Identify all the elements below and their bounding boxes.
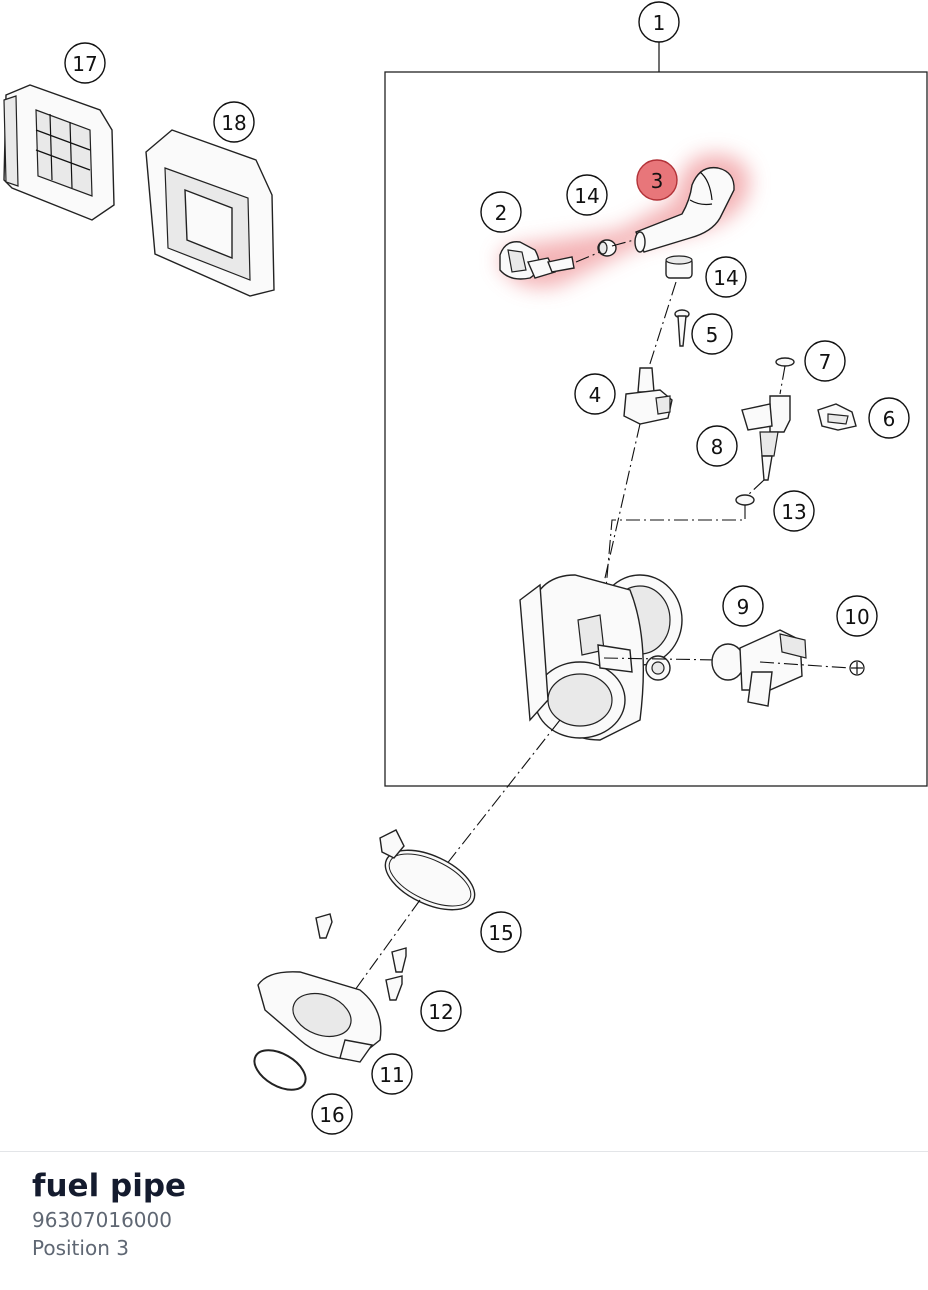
callout-circle[interactable] [773,490,815,532]
o-ring-top-part[interactable] [775,357,795,367]
callout-label: 10 [844,605,869,629]
callout-7[interactable]: 7 [804,340,846,382]
callout-3[interactable]: 3 [636,159,678,201]
callout-18[interactable]: 18 [213,101,255,143]
callout-circle[interactable] [480,911,522,953]
pressure-sensor-part[interactable] [623,367,673,425]
callout-5[interactable]: 5 [691,313,733,355]
callout-15[interactable]: 15 [480,911,522,953]
connector-clip-part[interactable] [817,403,857,431]
intake-flange-part[interactable] [257,971,382,1063]
part-position: Position 3 [32,1236,129,1260]
callout-label: 4 [589,383,602,407]
callout-circle[interactable] [836,595,878,637]
callout-circle[interactable] [696,425,738,467]
part-info-panel: fuel pipe 96307016000 Position 3 [32,1166,186,1262]
callout-label: 18 [221,111,246,135]
divider [0,1151,928,1152]
callout-4[interactable]: 4 [574,373,616,415]
callout-circle[interactable] [420,990,462,1032]
throttle-sensor-part[interactable] [711,629,807,707]
callout-16[interactable]: 16 [311,1093,353,1135]
callout-circle[interactable] [566,174,608,216]
ecu-cover-part[interactable] [145,129,275,297]
callout-label: 13 [781,500,806,524]
fuel-connector-part[interactable] [499,241,575,280]
callout-14b[interactable]: 14 [705,256,747,298]
callout-label: 17 [72,52,97,76]
callout-circle[interactable] [574,373,616,415]
callout-label: 11 [379,1063,404,1087]
callout-circle[interactable] [722,585,764,627]
callout-2[interactable]: 2 [480,191,522,233]
screw-symbol-part[interactable] [849,660,865,676]
fuel-pipe-part[interactable] [634,166,735,253]
flange-screws-part[interactable] [315,913,407,1001]
ecu-part[interactable] [3,84,115,221]
callout-circle[interactable] [213,101,255,143]
o-ring-bottom-part[interactable] [735,494,755,506]
callout-circle[interactable] [638,1,680,43]
hose-clamp-part-2[interactable] [665,255,693,279]
callout-label: 15 [488,921,513,945]
callout-10[interactable]: 10 [836,595,878,637]
fuel-pipe-highlight [499,154,750,288]
callout-label: 8 [711,435,724,459]
callout-17[interactable]: 17 [64,42,106,84]
callout-label: 16 [319,1103,344,1127]
callout-label: 6 [883,407,896,431]
part-name: fuel pipe [32,1168,187,1204]
callout-9[interactable]: 9 [722,585,764,627]
throttle-body-part[interactable] [519,574,683,741]
callout-circle[interactable] [804,340,846,382]
callout-circle[interactable] [868,397,910,439]
callout-label: 9 [737,595,750,619]
callout-14a[interactable]: 14 [566,174,608,216]
callout-13[interactable]: 13 [773,490,815,532]
flange-o-ring-part[interactable] [248,1042,312,1098]
callout-circle[interactable] [705,256,747,298]
callout-11[interactable]: 11 [371,1053,413,1095]
callout-label: 14 [574,184,599,208]
callout-8[interactable]: 8 [696,425,738,467]
callout-circle[interactable] [636,159,678,201]
callout-6[interactable]: 6 [868,397,910,439]
assembly-frame [384,71,928,787]
callout-label: 2 [495,201,508,225]
callout-label: 12 [428,1000,453,1024]
callout-label: 3 [651,169,664,193]
part-number: 96307016000 [32,1208,172,1232]
callout-12[interactable]: 12 [420,990,462,1032]
callout-circle[interactable] [311,1093,353,1135]
callout-label: 5 [706,323,719,347]
callout-circle[interactable] [371,1053,413,1095]
callout-1[interactable]: 1 [638,1,680,43]
screw-part[interactable] [674,309,690,347]
hose-clamp-part[interactable] [597,239,617,257]
intake-clamp-part[interactable] [376,829,483,922]
callout-circle[interactable] [691,313,733,355]
injector-part[interactable] [741,395,791,481]
callout-circle[interactable] [480,191,522,233]
callout-label: 14 [713,266,738,290]
callout-circle[interactable] [64,42,106,84]
callout-label: 1 [653,11,666,35]
callout-label: 7 [819,350,832,374]
